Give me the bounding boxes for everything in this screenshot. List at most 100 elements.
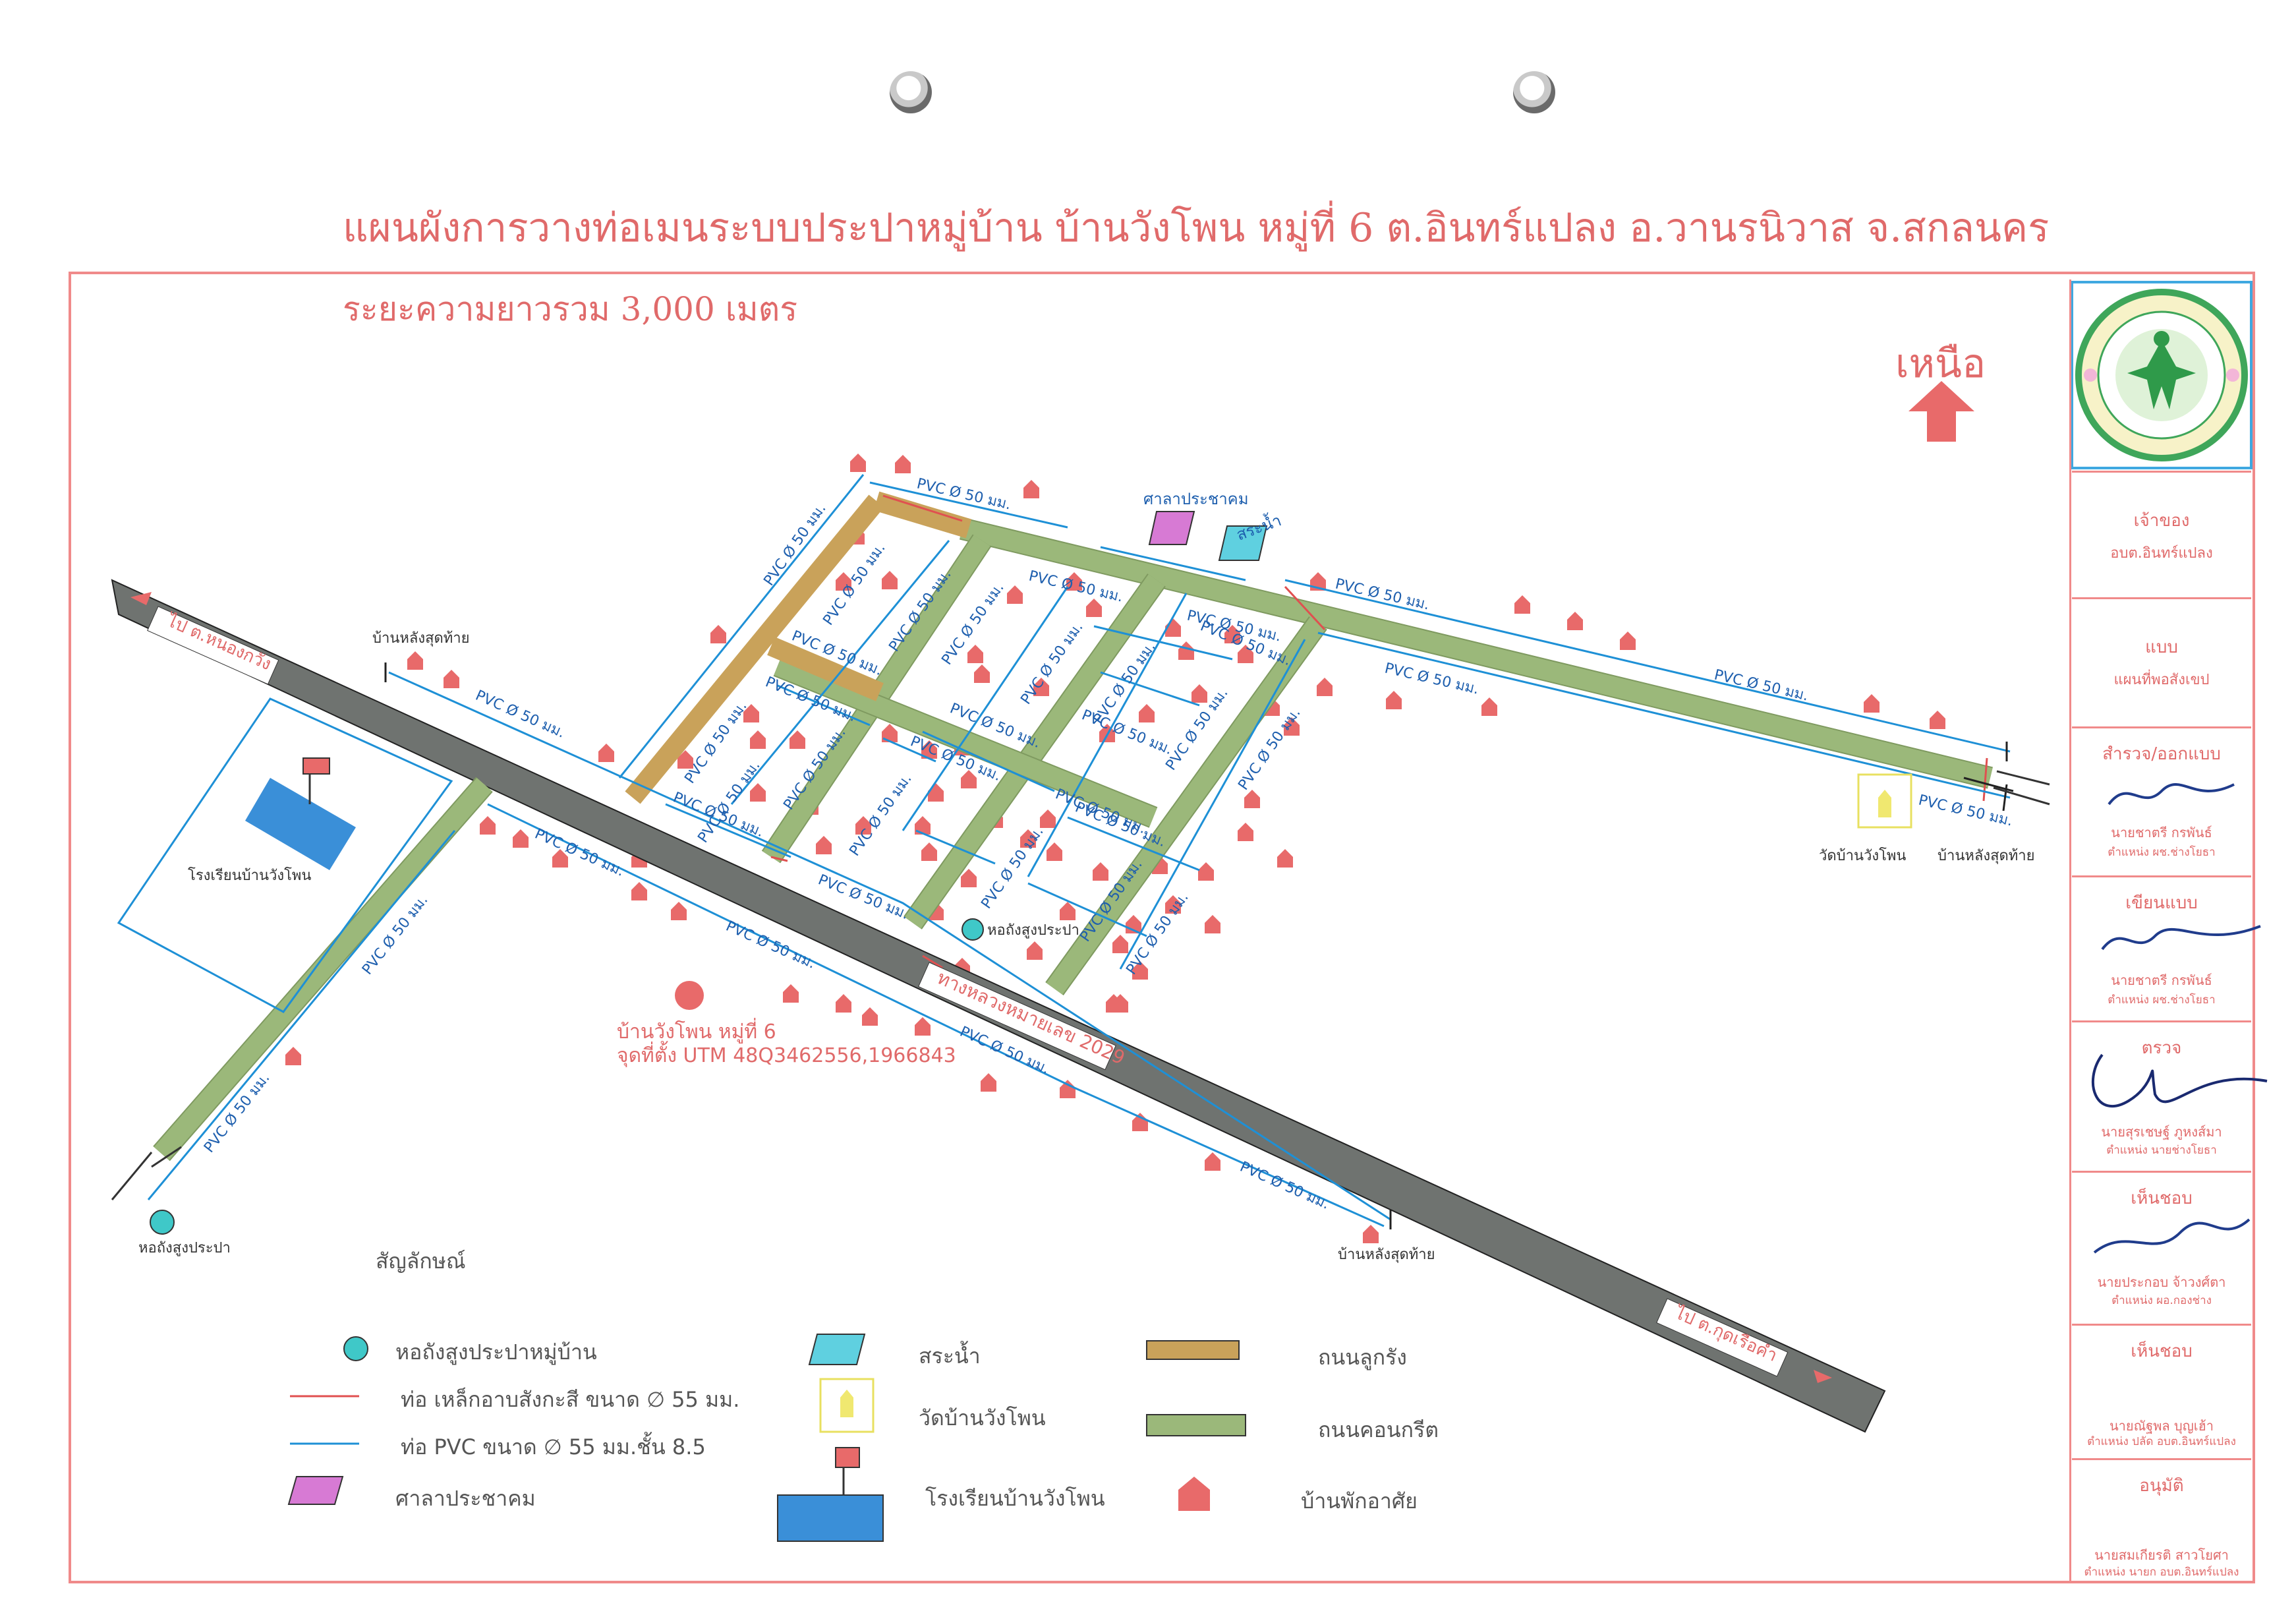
approve2-head: เห็นชอบ bbox=[2131, 1341, 2193, 1361]
house-icon bbox=[915, 816, 931, 835]
water-tower-label: หอถังสูงประปา bbox=[138, 1240, 231, 1256]
legend-school-text: โรงเรียนบ้านวังโพน bbox=[925, 1486, 1105, 1511]
house-icon bbox=[671, 902, 687, 920]
house-icon bbox=[407, 651, 423, 670]
total-length: ระยะความยาวรวม 3,000 เมตร bbox=[343, 290, 798, 328]
house-icon bbox=[921, 842, 937, 861]
check-name: นายสุรเชษฐ์ ภูหงส์มา bbox=[2101, 1124, 2222, 1140]
village-label: บ้านวังโพน หมู่ที่ 6 จุดที่ตั้ง UTM 48Q3… bbox=[617, 1020, 956, 1068]
house-icon bbox=[480, 816, 496, 835]
house-icon bbox=[1060, 902, 1076, 920]
survey-name: นายชาตรี กรพันธ์ bbox=[2111, 825, 2212, 840]
legend-pond-text: สระน้ำ bbox=[919, 1343, 981, 1369]
pvc-label: PVC Ø 50 มม. bbox=[1079, 707, 1175, 758]
last-house-label: บ้านหลังสุดท้าย bbox=[1338, 1247, 1435, 1263]
hall-label: ศาลาประชาคม bbox=[1143, 490, 1249, 508]
approve1-name: นายประกอบ จ้าวงศ์ตา bbox=[2097, 1274, 2226, 1290]
house-icon bbox=[836, 572, 851, 591]
house-icon bbox=[598, 744, 614, 762]
house-icon bbox=[631, 882, 647, 900]
last-house-label: บ้านหลังสุดท้าย bbox=[372, 630, 470, 647]
house-icon bbox=[1277, 849, 1293, 868]
house-icon bbox=[1112, 994, 1128, 1013]
house-icon bbox=[1033, 678, 1049, 696]
house-icon bbox=[1224, 625, 1240, 643]
approve1-position: ตำแหน่ง ผอ.กองช่าง bbox=[2111, 1294, 2212, 1307]
house-icon bbox=[743, 704, 759, 722]
laterite-roads bbox=[625, 491, 972, 804]
water-tower-icon bbox=[961, 918, 984, 941]
signature-survey bbox=[2108, 783, 2235, 806]
design-type-head: แบบ bbox=[2145, 637, 2178, 657]
house-icon bbox=[1198, 862, 1214, 881]
signature-drafting bbox=[2101, 925, 2261, 951]
house-icon bbox=[816, 836, 832, 854]
legend-laterite-icon bbox=[1146, 1340, 1240, 1360]
house-icon bbox=[961, 869, 977, 887]
owner-head: เจ้าของ bbox=[2133, 511, 2190, 531]
house-icon bbox=[783, 984, 799, 1003]
legend-hall-icon bbox=[287, 1476, 344, 1505]
page-title: แผนผังการวางท่อเมนระบบประปาหมู่บ้าน บ้าน… bbox=[343, 205, 2050, 251]
house-icon bbox=[1284, 717, 1300, 736]
house-icon bbox=[974, 664, 990, 683]
house-icon bbox=[1481, 697, 1497, 716]
house-icon bbox=[1864, 694, 1880, 713]
school-label: โรงเรียนบ้านวังโพน bbox=[188, 867, 311, 884]
house-icon bbox=[710, 625, 726, 643]
village-marker-icon bbox=[675, 981, 704, 1010]
house-icon bbox=[750, 730, 766, 749]
design-type-value: แผนที่พอสังเขป bbox=[2113, 672, 2210, 688]
temple-icon bbox=[1857, 773, 1912, 829]
house-icon bbox=[285, 1047, 301, 1065]
house-icon bbox=[1132, 1113, 1148, 1131]
drafting-name: นายชาตรี กรพันธ์ bbox=[2111, 972, 2212, 988]
sidebar-check: ตรวจ นายสุรเชษฐ์ ภูหงส์มา ตำแหน่ง นายช่า… bbox=[2072, 1020, 2251, 1171]
house-icon bbox=[1205, 1152, 1220, 1171]
legend-school-flag-icon bbox=[835, 1447, 860, 1468]
house-icon bbox=[850, 454, 866, 472]
last-house-label: บ้านหลังสุดท้าย bbox=[1937, 848, 2035, 864]
binder-hole-left bbox=[890, 71, 932, 113]
temple-label: วัดบ้านวังโพน bbox=[1819, 847, 1906, 864]
survey-position: ตำแหน่ง ผช.ช่างโยธา bbox=[2108, 846, 2216, 859]
arrow-left-icon bbox=[130, 592, 152, 605]
signature-check bbox=[2092, 1053, 2268, 1107]
legend-tower-icon bbox=[343, 1336, 368, 1361]
sign-nong-kwang bbox=[147, 606, 279, 685]
approve2-name: นายณัฐพล บุญเฮ้า bbox=[2109, 1418, 2214, 1434]
approve1-head: เห็นชอบ bbox=[2131, 1189, 2193, 1208]
house-icon bbox=[928, 783, 944, 802]
legend-pond-icon bbox=[808, 1334, 866, 1365]
sidebar-survey: สำรวจ/ออกแบบ นายชาตรี กรพันธ์ ตำแหน่ง ผช… bbox=[2072, 726, 2251, 875]
check-position: ตำแหน่ง นายช่างโยธา bbox=[2106, 1144, 2217, 1157]
house-icon bbox=[1244, 790, 1260, 808]
steel-pipes bbox=[770, 494, 1988, 969]
pvc-label: PVC Ø 50 มม. bbox=[978, 824, 1047, 912]
pvc-label: PVC Ø 50 มม. bbox=[1383, 660, 1481, 697]
legend-heading: สัญลักษณ์ bbox=[376, 1249, 466, 1274]
legend-school-icon bbox=[777, 1494, 884, 1542]
binder-hole-right bbox=[1513, 71, 1555, 113]
drafting-head: เขียนแบบ bbox=[2125, 893, 2198, 913]
house-icon bbox=[1093, 862, 1108, 881]
house-icon bbox=[1567, 612, 1583, 630]
north-label: เหนือ bbox=[1895, 341, 1986, 387]
survey-head: สำรวจ/ออกแบบ bbox=[2102, 744, 2221, 764]
authorize-name: นายสมเกียรติ สาวโยศา bbox=[2094, 1547, 2229, 1563]
pvc-label: PVC Ø 50 มม. bbox=[1917, 792, 2015, 829]
legend-tower-text: หอถังสูงประปาหมู่บ้าน bbox=[395, 1339, 597, 1365]
house-icon bbox=[750, 783, 766, 802]
house-icon bbox=[1132, 961, 1148, 980]
sidebar-approve-2: เห็นชอบ นายณัฐพล บุญเฮ้า ตำแหน่ง ปลัด อบ… bbox=[2072, 1324, 2251, 1458]
house-icon bbox=[1040, 810, 1056, 828]
pvc-label: PVC Ø 50 มม. bbox=[1713, 666, 1810, 704]
sidebar-authorize: อนุมัติ นายสมเกียรติ สาวโยศา ตำแหน่ง นาย… bbox=[2072, 1458, 2251, 1582]
school-flag-icon bbox=[302, 757, 330, 775]
legend-steel-pipe-text: ท่อ เหล็กอาบสังกะสี ขนาด ∅ 55 มม. bbox=[401, 1387, 740, 1412]
pipe-endpoints bbox=[384, 662, 2014, 1229]
house-icon bbox=[961, 770, 977, 788]
house-icon bbox=[1139, 704, 1155, 722]
legend-concrete-icon bbox=[1146, 1414, 1246, 1436]
house-icon bbox=[1205, 915, 1220, 933]
